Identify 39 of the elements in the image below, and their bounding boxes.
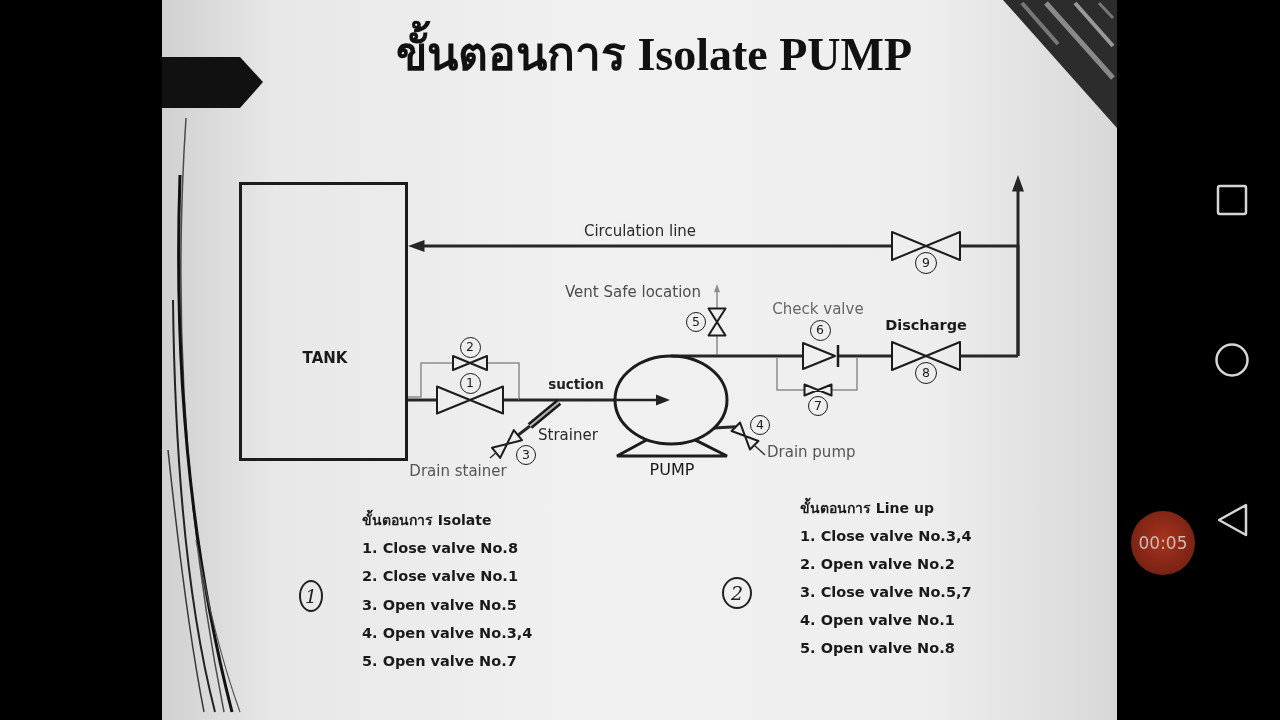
list-heading: ขั้นตอนการ Isolate xyxy=(362,511,492,529)
title: ขั้นตอนการ Isolate PUMP xyxy=(395,18,913,92)
list-item: 3. Close valve No.5,7 xyxy=(800,583,972,601)
list-item: 1. Close valve No.8 xyxy=(362,539,518,557)
pump-label: PUMP xyxy=(649,460,695,480)
flow-arrow xyxy=(714,284,720,309)
pipe xyxy=(716,335,718,356)
handwritten-number: 1 xyxy=(299,580,323,612)
list-item: 4. Open valve No.1 xyxy=(800,611,955,629)
pipe xyxy=(776,356,805,391)
flow-arrow xyxy=(408,240,891,252)
tank-label: TANK xyxy=(302,350,348,368)
pipe xyxy=(713,425,736,430)
strainer-label: Strainer xyxy=(538,427,598,445)
list-item: 5. Open valve No.8 xyxy=(800,639,955,657)
pipe xyxy=(517,424,531,437)
list-item: 2. Open valve No.2 xyxy=(800,555,955,573)
pipe xyxy=(563,398,614,402)
pipe xyxy=(504,398,519,402)
drain-label: Drain stainer xyxy=(409,463,507,481)
handwritten-number: 2 xyxy=(722,577,752,609)
pipe xyxy=(961,354,1018,358)
check-valve-label: Check valve xyxy=(772,301,864,319)
tank xyxy=(239,182,408,461)
list-item: 1. Close valve No.3,4 xyxy=(800,527,972,545)
pipe xyxy=(839,354,891,358)
pipe xyxy=(487,362,520,401)
pipe xyxy=(831,356,858,391)
vent-label: Vent Safe location xyxy=(565,284,701,301)
pipe xyxy=(408,398,436,402)
list-item: 5. Open valve No.7 xyxy=(362,652,517,670)
list-item: 3. Open valve No.5 xyxy=(362,596,517,614)
list-item: 2. Close valve No.1 xyxy=(362,567,518,585)
discharge-label: Discharge xyxy=(885,316,967,334)
list-item: 4. Open valve No.3,4 xyxy=(362,624,533,642)
flow-arrow xyxy=(1012,175,1024,356)
drain-label: Drain pump xyxy=(767,444,856,462)
pipe xyxy=(407,362,453,398)
list-heading: ขั้นตอนการ Line up xyxy=(800,499,934,517)
